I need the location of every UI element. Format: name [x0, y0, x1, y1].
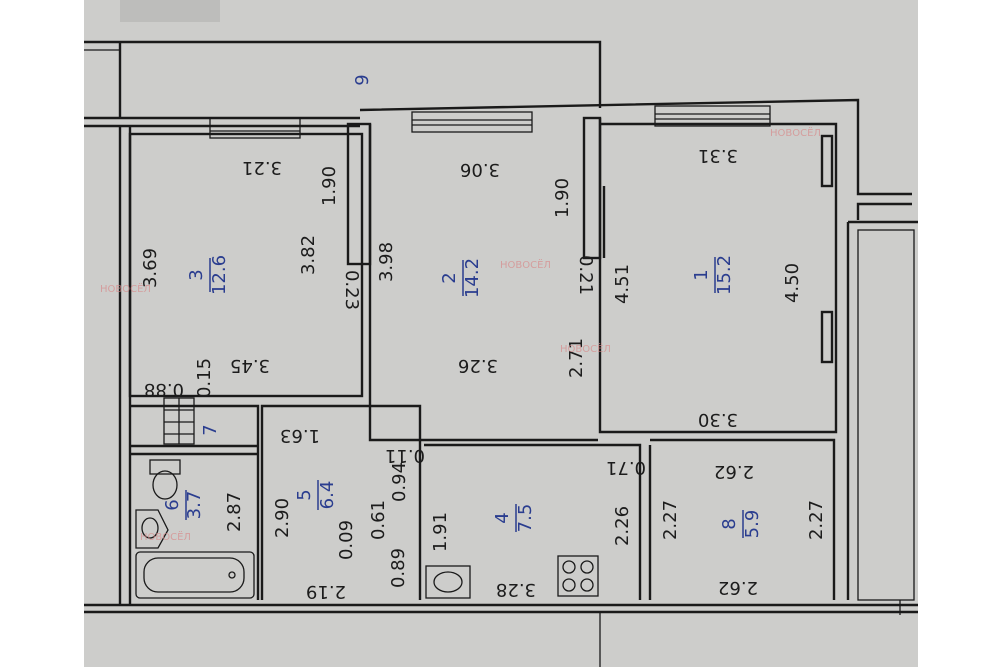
- room-9-number: 9: [352, 74, 373, 85]
- dim-label: 0.88: [144, 379, 184, 400]
- outside-strip: [857, 229, 915, 601]
- room-4-number: 4: [492, 512, 513, 523]
- dim-label: 1.90: [552, 178, 573, 218]
- dim-label: 2.62: [714, 461, 754, 482]
- dim-label: 2.62: [718, 577, 758, 598]
- dim-label: 1.63: [280, 425, 320, 446]
- room-3-area: 12.6: [209, 255, 230, 295]
- dim-label: 0.21: [575, 255, 596, 295]
- room-5-number: 5: [294, 489, 315, 500]
- room-1-area: 15.2: [714, 255, 735, 295]
- watermark: НОВОСЁЛ: [140, 530, 191, 543]
- room-5-area: 6.4: [317, 481, 338, 510]
- dim-label: 1.91: [430, 512, 451, 552]
- dim-label: 2.90: [272, 498, 293, 538]
- room-4-area: 7.5: [515, 504, 536, 533]
- dim-label: 4.50: [782, 263, 803, 303]
- dim-label: 4.51: [612, 264, 633, 304]
- interior-walls: [128, 116, 838, 600]
- room-6-number: 6: [162, 499, 183, 510]
- dim-label: 2.87: [224, 492, 245, 532]
- dim-label: 2.27: [806, 500, 827, 540]
- room-8-area: 5.9: [742, 510, 763, 539]
- room-2-area: 14.2: [462, 258, 483, 298]
- balcony-outline: [84, 40, 602, 118]
- watermark: НОВОСЁЛ: [560, 342, 611, 355]
- dim-label: 0.94: [389, 462, 410, 502]
- room-7-number: 7: [200, 424, 221, 435]
- room-6: 6 3.7: [162, 490, 205, 520]
- room-3: 3 12.6: [186, 255, 230, 295]
- dim-label: 0.11: [385, 445, 425, 466]
- dim-label: 3.21: [242, 157, 282, 178]
- dim-label: 3.30: [698, 409, 738, 430]
- room-6-area: 3.7: [184, 491, 205, 520]
- dim-label: 2.26: [612, 506, 633, 546]
- dim-label: 0.23: [341, 270, 362, 310]
- dim-label: 2.19: [306, 581, 346, 602]
- dim-label: 3.28: [496, 579, 536, 600]
- dim-label: 2.71: [566, 338, 587, 378]
- room-8-number: 8: [719, 518, 740, 529]
- watermark: НОВОСЁЛ: [100, 282, 151, 295]
- room-5: 5 6.4: [294, 480, 338, 510]
- room-2: 2 14.2: [439, 258, 483, 298]
- plan-corner-patch: [120, 0, 220, 22]
- dim-label: 0.15: [194, 358, 215, 398]
- dim-label: 0.61: [368, 500, 389, 540]
- kitchen-sink-fixture: [425, 565, 471, 599]
- room-1: 1 15.2: [691, 255, 735, 295]
- toilet-fixture: [149, 459, 181, 500]
- windows: [209, 105, 771, 139]
- dim-label: 3.82: [298, 235, 319, 275]
- room-1-number: 1: [691, 269, 712, 280]
- dim-label: 2.27: [660, 500, 681, 540]
- room-8: 8 5.9: [719, 510, 763, 539]
- room-2-number: 2: [439, 272, 460, 283]
- dim-label: 3.06: [460, 159, 500, 180]
- dim-label: 3.31: [698, 145, 738, 166]
- room-4: 4 7.5: [492, 504, 536, 533]
- dimension-labels: 3.21 1.90 3.82 3.69 0.23 3.45 0.88 0.15 …: [140, 145, 827, 602]
- dim-label: 0.09: [336, 520, 357, 560]
- dim-label: 3.98: [376, 242, 397, 282]
- dim-label: 1.90: [319, 166, 340, 206]
- dim-label: 0.89: [388, 548, 409, 588]
- bathtub-fixture: [135, 551, 255, 599]
- stove-fixture: [557, 555, 599, 597]
- dim-label: 3.26: [458, 355, 498, 376]
- dim-label: 3.45: [230, 355, 270, 376]
- washbasin-fixture: [135, 509, 169, 549]
- ventilation-grille: [163, 397, 195, 445]
- room-3-number: 3: [186, 269, 207, 280]
- plan-paper: [84, 0, 918, 667]
- watermark: НОВОСЁЛ: [500, 258, 551, 271]
- dim-label: 3.69: [140, 248, 161, 288]
- watermark: НОВОСЁЛ: [770, 126, 821, 139]
- dim-label: 0.71: [606, 457, 646, 478]
